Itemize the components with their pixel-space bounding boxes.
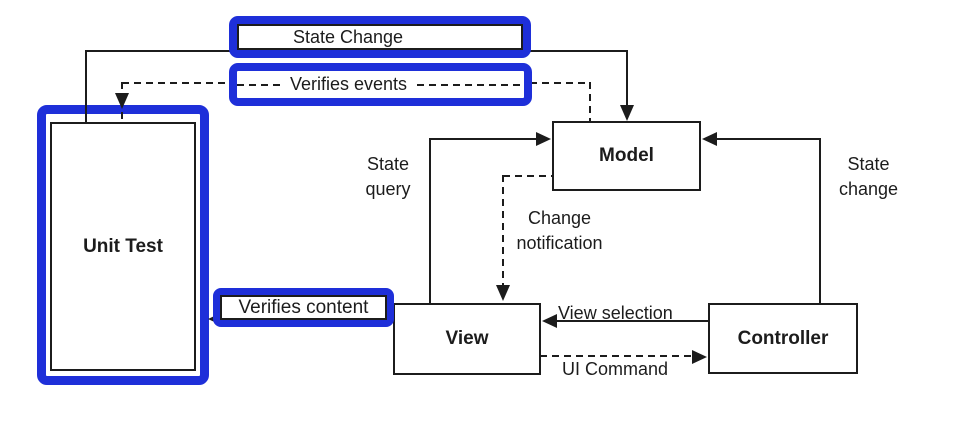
- ui-command-label: UI Command: [562, 359, 669, 379]
- change-notification-label: Change notification: [516, 208, 603, 253]
- view-selection-label: View selection: [558, 303, 673, 323]
- view-box: View: [393, 303, 541, 375]
- state-change-right-line-vertical: [819, 139, 821, 303]
- verifies-events-line-right: [589, 82, 591, 122]
- change-notification-line-vertical: [502, 175, 504, 286]
- view-selection-arrowhead: [542, 314, 557, 328]
- state-query-line-horizontal: [429, 138, 537, 140]
- change-notification-arrowhead-view: [496, 285, 510, 301]
- state-change-arrowhead-model: [620, 105, 634, 121]
- state-query-line-vertical: [429, 139, 431, 303]
- state-change-annotation-label: State Change: [292, 26, 404, 47]
- verifies-events-arrowhead-unit-test: [115, 93, 129, 109]
- verifies-content-annotation-box: Verifies content: [220, 295, 387, 320]
- view-selection-line: [556, 320, 708, 322]
- controller-label: Controller: [737, 327, 829, 349]
- view-label: View: [445, 328, 489, 349]
- state-change-annotation-box: State Change: [237, 24, 523, 50]
- unit-test-frame: Unit Test: [37, 105, 209, 385]
- state-query-arrowhead-model: [536, 132, 551, 146]
- unit-test-label: Unit Test: [83, 235, 163, 257]
- state-query-label: State query: [365, 154, 411, 199]
- ui-command-arrowhead-controller: [692, 350, 707, 364]
- verifies-content-annotation-label: Verifies content: [238, 296, 369, 318]
- state-change-right-line-horizontal: [717, 138, 821, 140]
- verifies-events-arrow-tail: [121, 112, 123, 120]
- unit-test-box: Unit Test: [50, 122, 196, 371]
- model-box: Model: [552, 121, 701, 191]
- state-change-line-into-unit-test: [85, 50, 87, 124]
- state-change-line-into-model: [626, 50, 628, 107]
- model-label: Model: [599, 145, 654, 166]
- verifies-events-line-left: [121, 82, 123, 94]
- controller-box: Controller: [708, 303, 858, 374]
- state-change-label-right: State change: [838, 154, 899, 199]
- verifies-events-annotation-label: Verifies events: [280, 74, 417, 95]
- state-change-annotation: State Change: [229, 16, 531, 58]
- verifies-content-annotation: Verifies content: [213, 288, 394, 327]
- ui-command-line: [540, 355, 693, 357]
- change-notification-line-horizontal: [503, 175, 553, 177]
- verifies-events-annotation: Verifies events: [229, 63, 532, 106]
- state-change-arrowhead-model-right: [702, 132, 717, 146]
